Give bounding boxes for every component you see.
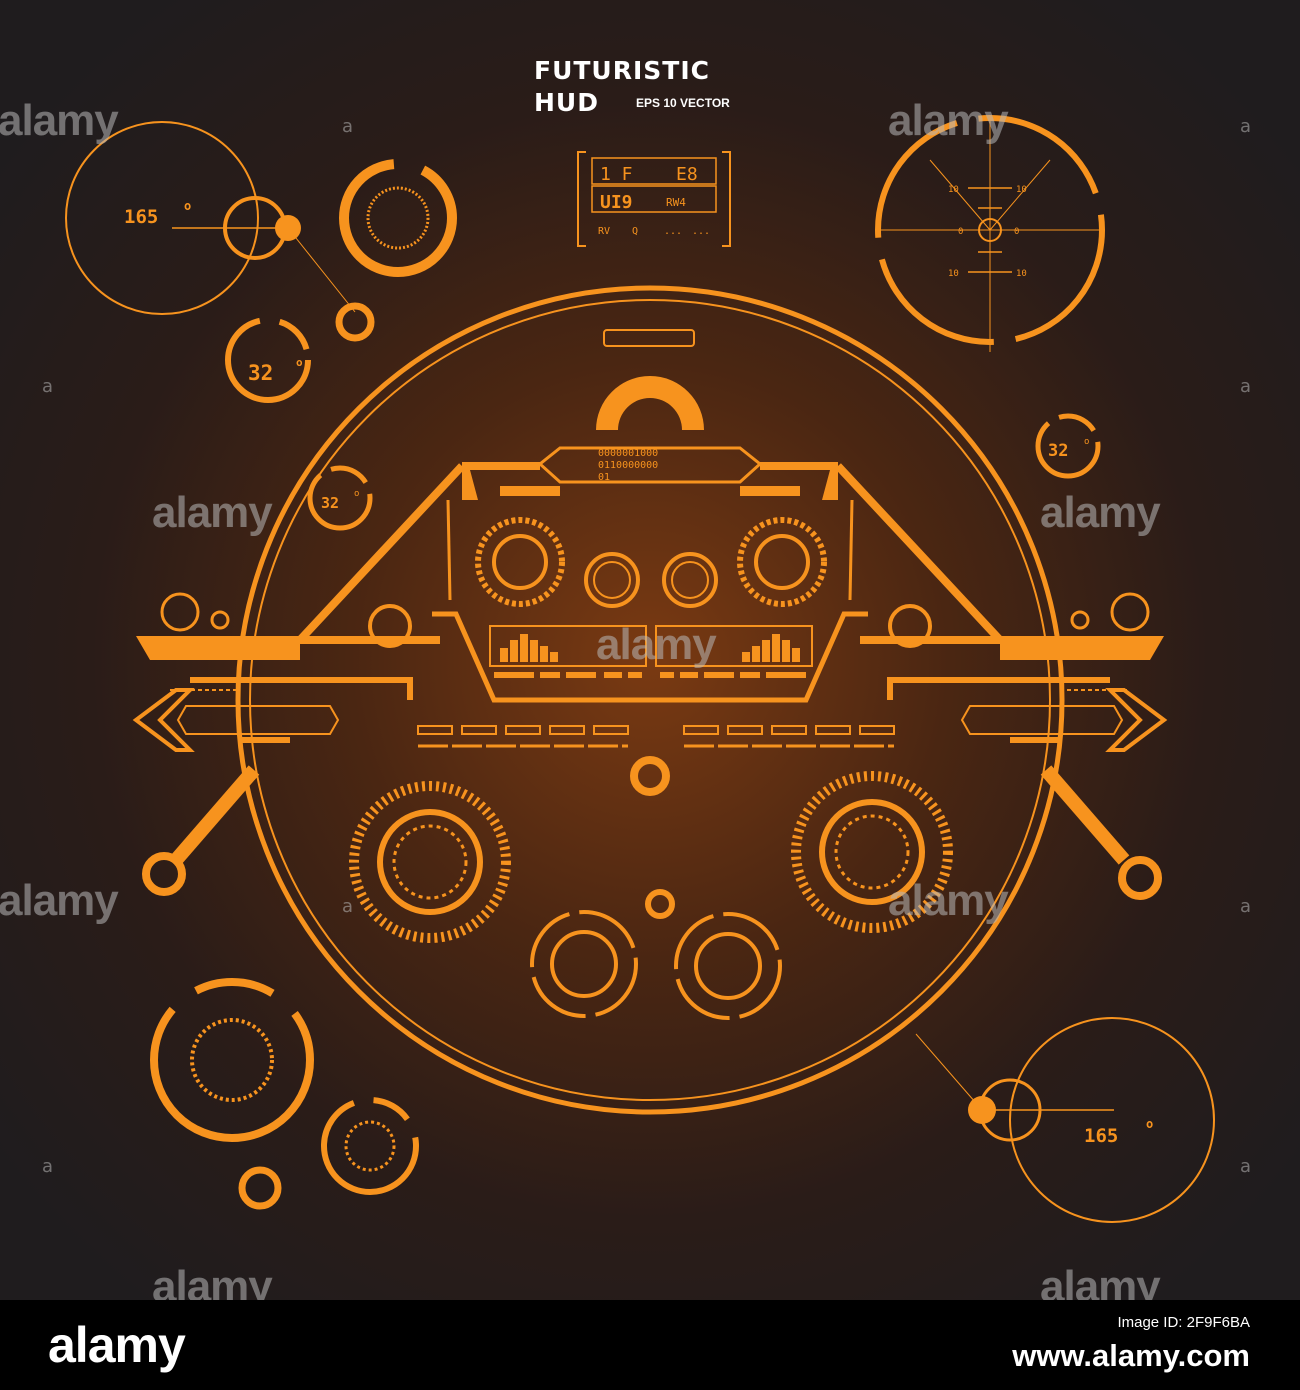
targeting-scope: 10 10 10 10 0 0 (875, 115, 1105, 352)
temp-readout-left: 32 (248, 361, 273, 385)
angle-readout-bottom-right: 165 (1084, 1125, 1118, 1147)
wing-right (887, 592, 1168, 900)
watermark: alamy (1040, 1262, 1161, 1300)
image-id: Image ID: 2F9F6BA (1117, 1314, 1250, 1331)
watermark: alamy (888, 876, 1009, 925)
temp-readout-inner: 32 (321, 494, 339, 512)
svg-text:0: 0 (1014, 227, 1019, 237)
angle-gauge-bottom-right: 165 o (915, 1017, 1215, 1223)
watermark: alamy (596, 620, 717, 669)
watermark-icon: a (342, 116, 354, 137)
svg-text:Q: Q (632, 226, 638, 237)
svg-text:10: 10 (1016, 185, 1027, 195)
footer-logo: alamy (48, 1317, 186, 1373)
watermark-icon: a (42, 376, 54, 397)
watermark: alamy (152, 1262, 273, 1300)
watermark: alamy (888, 96, 1009, 145)
watermark-icon: a (1240, 1156, 1252, 1177)
dial-pair-bottom (530, 910, 782, 1020)
page-title-line2: HUD (534, 88, 599, 117)
svg-text:10: 10 (948, 269, 959, 279)
hud-artwork: .s { fill:none; stroke:#f7931e; } .f { f… (0, 0, 1300, 1300)
center-ring-small (630, 756, 670, 796)
site-url: www.alamy.com (1012, 1338, 1250, 1373)
page-subtitle: EPS 10 VECTOR (636, 96, 730, 110)
svg-text:...: ... (664, 226, 682, 237)
temp-readout-right: 32 (1048, 441, 1068, 461)
svg-text:o: o (296, 356, 303, 369)
svg-text:o: o (1146, 1117, 1153, 1131)
svg-text:0110000000: 0110000000 (598, 460, 658, 471)
svg-text:...: ... (692, 226, 710, 237)
watermark: alamy (152, 488, 273, 537)
watermark: alamy (0, 96, 119, 145)
watermark: alamy (0, 876, 119, 925)
watermark-icon: a (342, 896, 354, 917)
watermark: alamy (1040, 488, 1161, 537)
central-console: 0000001000 0110000000 01 (290, 376, 1010, 748)
angle-gauge-top-left: 165 o (65, 121, 356, 315)
svg-text:0: 0 (958, 227, 963, 237)
hud-graphic: .s { fill:none; stroke:#f7931e; } .f { f… (65, 115, 1215, 1223)
svg-text:RV: RV (598, 226, 610, 237)
main-ring (235, 285, 1065, 1115)
svg-text:10: 10 (1016, 269, 1027, 279)
ring-cluster-top-left: 32 o (225, 159, 457, 403)
info-panel: 1 F E8 UI9 RW4 RV Q ... ... (577, 151, 731, 247)
ring-cluster-bottom-left (150, 978, 419, 1210)
svg-text:RW4: RW4 (666, 196, 686, 209)
page-title: FUTURISTIC (534, 56, 710, 85)
svg-text:o: o (354, 489, 359, 499)
svg-text:01: 01 (598, 472, 610, 483)
temp-badge-inner: 32 o (307, 465, 373, 531)
svg-text:E8: E8 (676, 164, 698, 185)
center-ring-tiny (645, 889, 675, 919)
watermark-icon: a (1240, 376, 1252, 397)
dial-lower-right (791, 771, 953, 933)
svg-text:1 F: 1 F (600, 164, 633, 185)
svg-text:10: 10 (948, 185, 959, 195)
svg-text:o: o (1084, 437, 1089, 447)
temp-badge-right: 32 o (1035, 413, 1101, 479)
dial-lower-left (349, 781, 511, 943)
watermark-icon: a (42, 1156, 54, 1177)
wing-left (132, 592, 413, 896)
svg-text:0000001000: 0000001000 (598, 448, 658, 459)
watermark-icon: a (1240, 116, 1252, 137)
svg-text:UI9: UI9 (600, 192, 633, 213)
watermark-icon: a (1240, 896, 1252, 917)
degree-mark: o (184, 199, 191, 213)
footer-bar: alamy Image ID: 2F9F6BA www.alamy.com (0, 1300, 1300, 1390)
angle-readout-top-left: 165 (124, 206, 158, 228)
